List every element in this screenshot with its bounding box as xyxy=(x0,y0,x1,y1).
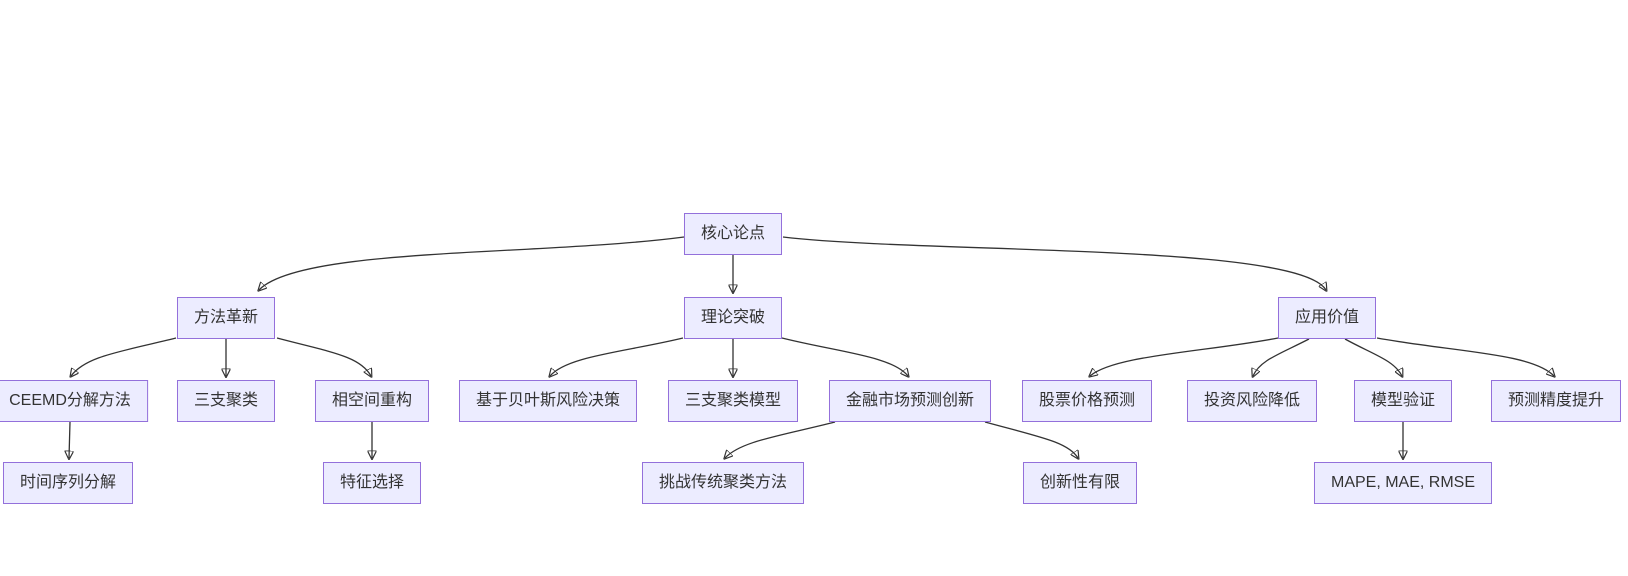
node-phase-space-reconstruction: 相空间重构 xyxy=(314,380,430,422)
node-forecast-accuracy-improvement: 预测精度提升 xyxy=(1490,380,1622,422)
node-application-value: 应用价值 xyxy=(1277,297,1377,339)
edge-core-to-method xyxy=(259,236,685,290)
node-time-series-decomposition: 时间序列分解 xyxy=(2,462,134,504)
edge-finance-to-challenge xyxy=(725,421,836,458)
edge-application-to-risk xyxy=(1253,338,1310,376)
edge-core-to-application xyxy=(782,236,1326,290)
node-theoretical-breakthrough: 理论突破 xyxy=(683,297,783,339)
node-ceemd-decomposition: CEEMD分解方法 xyxy=(0,380,148,422)
edge-application-to-stock xyxy=(1090,337,1279,376)
node-core-thesis: 核心论点 xyxy=(683,213,783,255)
edge-method-to-ceemd xyxy=(71,337,177,376)
node-stock-price-prediction: 股票价格预测 xyxy=(1021,380,1153,422)
node-limited-novelty: 创新性有限 xyxy=(1022,462,1138,504)
node-evaluation-metrics: MAPE, MAE, RMSE xyxy=(1313,462,1493,504)
edge-application-to-accuracy xyxy=(1376,337,1554,376)
node-challenge-traditional-clustering: 挑战传统聚类方法 xyxy=(641,462,805,504)
node-investment-risk-reduction: 投资风险降低 xyxy=(1186,380,1318,422)
node-financial-market-forecast-innovation: 金融市场预测创新 xyxy=(828,380,992,422)
node-model-validation: 模型验证 xyxy=(1353,380,1453,422)
edge-theory-to-financeinnovation xyxy=(781,337,908,376)
edge-method-to-phasespace xyxy=(276,337,371,376)
edge-finance-to-limitednovelty xyxy=(984,421,1078,458)
node-three-way-clustering-model: 三支聚类模型 xyxy=(667,380,799,422)
edge-application-to-validation xyxy=(1344,338,1402,376)
node-method-innovation: 方法革新 xyxy=(176,297,276,339)
edge-ceemd-to-timeseries xyxy=(69,421,70,458)
edge-theory-to-bayes xyxy=(550,337,684,376)
node-bayesian-risk-decision: 基于贝叶斯风险决策 xyxy=(458,380,638,422)
node-three-way-clustering: 三支聚类 xyxy=(176,380,276,422)
node-feature-selection: 特征选择 xyxy=(322,462,422,504)
